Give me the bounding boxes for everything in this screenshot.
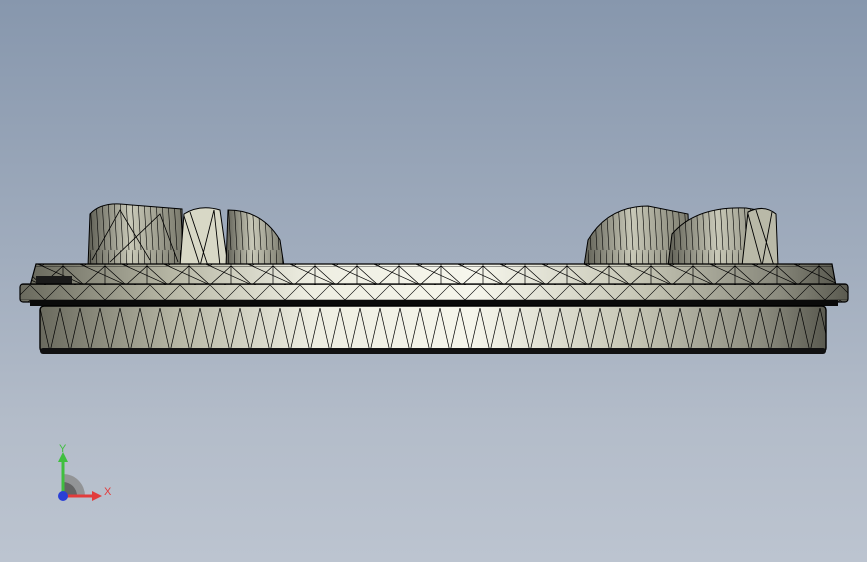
upper-band[interactable] [29,263,837,287]
left-boss-wedge [179,207,229,267]
triad-x-label: X [104,486,112,498]
lower-body[interactable] [39,305,827,354]
triad-z-axis-dot [58,491,68,501]
triad-x-arrowhead [92,491,102,501]
triad-y-label: Y [59,443,67,455]
right-boss-group[interactable] [583,205,779,267]
triad-y-arrowhead [58,452,68,462]
flange-rim[interactable] [19,283,849,306]
left-boss-group[interactable] [87,203,285,268]
left-notch [36,276,72,284]
orientation-triad[interactable] [46,438,116,510]
